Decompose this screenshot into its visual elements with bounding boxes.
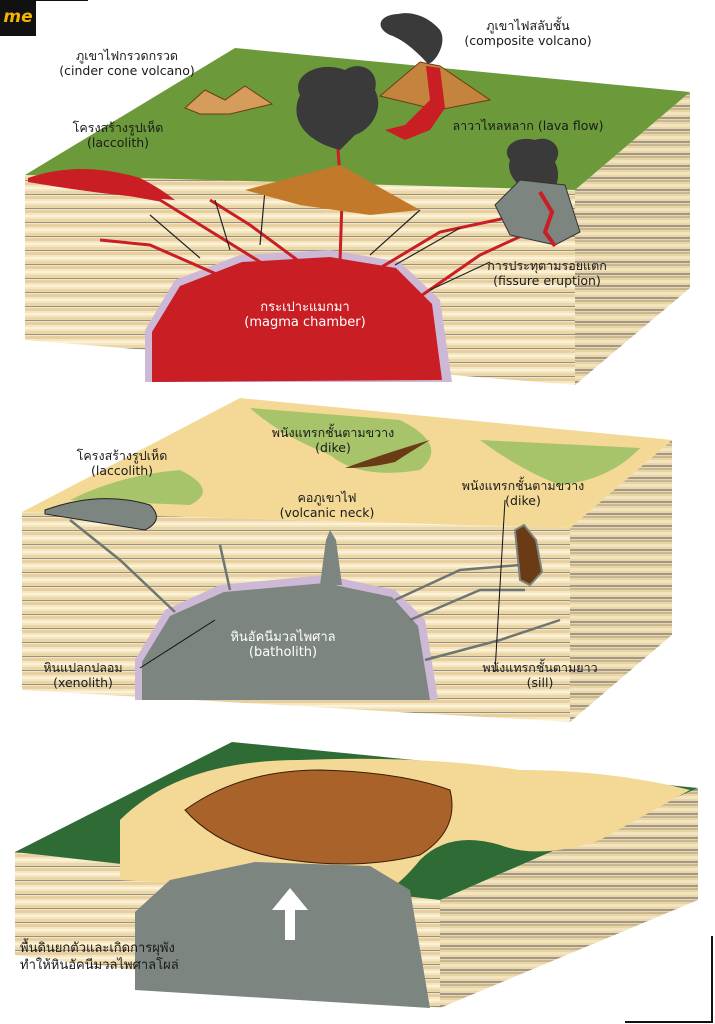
ash-cloud-composite — [380, 13, 443, 64]
label-volcanic-neck-th: คอภูเขาไฟ — [297, 490, 357, 505]
label-composite-volcano-en: (composite volcano) — [464, 33, 592, 48]
corner-mark-bottom-v — [711, 936, 713, 1022]
label-laccolith-1-th: โครงสร้างรูปเห็ด — [72, 120, 164, 135]
label-fissure-en: (fissure eruption) — [493, 273, 601, 288]
label-magma-chamber-en: (magma chamber) — [244, 315, 366, 330]
label-cinder-cone: ภูเขาไฟกรวดกรวด (cinder cone volcano) — [42, 48, 212, 78]
xenolith-pointer — [139, 619, 216, 669]
batholith-panel3 — [135, 862, 430, 1008]
panel2-side-strata — [570, 440, 672, 722]
caption-line-2: ทำให้หินอัคนีมวลไพศาลโผล่ — [20, 958, 179, 973]
label-laccolith-2-en: (laccolith) — [90, 463, 154, 478]
label-composite-volcano-th: ภูเขาไฟสลับชั้น — [486, 18, 570, 33]
label-sill-en: (sill) — [526, 675, 554, 690]
dike-top-shape — [345, 440, 430, 468]
label-composite-volcano: ภูเขาไฟสลับชั้น (composite volcano) — [448, 18, 608, 48]
label-fissure-eruption: การประทุตามรอยแตก (fissure eruption) — [472, 258, 622, 288]
label-batholith-th: หินอัคนีมวลไพศาล — [230, 630, 336, 645]
caption-uplift-erosion: พื้นดินยกตัวและเกิดการผุพัง ทำให้หินอัคน… — [20, 940, 260, 974]
label-sill-th: พนังแทรกชั้นตามยาว — [482, 660, 598, 675]
dike-right-pointer — [494, 499, 506, 673]
panel2-green-patches — [70, 408, 640, 505]
logo: me — [0, 0, 36, 36]
label-laccolith-2-th: โครงสร้างรูปเห็ด — [76, 448, 168, 463]
sill-and-dike-network — [69, 519, 561, 662]
panel3-side-strata — [440, 788, 698, 1008]
dark-fractures — [149, 189, 491, 291]
label-laccolith-2: โครงสร้างรูปเห็ด (laccolith) — [52, 448, 192, 478]
label-fissure-th: การประทุตามรอยแตก — [487, 258, 607, 273]
label-dike-top-en: (dike) — [315, 440, 351, 455]
cone-under-crater — [245, 165, 420, 215]
panel-1-active-volcanism — [25, 13, 690, 385]
panel-2-intrusions — [22, 398, 672, 722]
label-lava-flow: ลาวาไหลหลาก (lava flow) — [438, 118, 618, 133]
laccolith-intrusion — [28, 169, 175, 200]
fissure-block — [494, 179, 581, 246]
logo-text: me — [3, 7, 33, 27]
batholith-body — [142, 583, 430, 700]
cinder-cone-volcano-shape — [184, 85, 274, 115]
label-cinder-cone-th: ภูเขาไฟกรวดกรวด — [75, 48, 179, 63]
caption-line-1: พื้นดินยกตัวและเกิดการผุพัง — [20, 941, 175, 956]
fissure-lava — [538, 190, 557, 248]
label-magma-chamber-th: กระเปาะแมกมา — [260, 300, 350, 315]
label-lava-flow-text: ลาวาไหลหลาก (lava flow) — [452, 118, 604, 133]
label-batholith: หินอัคนีมวลไพศาล (batholith) — [208, 630, 358, 660]
dike-right-shape — [513, 523, 544, 587]
label-dike-right-en: (dike) — [505, 493, 541, 508]
exposed-batholith-mountains — [184, 769, 453, 865]
label-xenolith-en: (xenolith) — [53, 675, 113, 690]
label-batholith-en: (batholith) — [248, 645, 318, 660]
lava-flow-shape — [385, 66, 445, 140]
label-laccolith-1-en: (laccolith) — [86, 135, 150, 150]
label-dike-right-th: พนังแทรกชั้นตามขวาง — [461, 478, 585, 493]
label-dike-top-th: พนังแทรกชั้นตามขวาง — [271, 425, 395, 440]
label-xenolith: หินแปลกปลอม (xenolith) — [28, 660, 138, 690]
label-sill: พนังแทรกชั้นตามยาว (sill) — [455, 660, 625, 690]
label-cinder-cone-en: (cinder cone volcano) — [59, 63, 195, 78]
panel-3-uplift-erosion — [15, 742, 698, 1008]
uplift-arrow — [272, 888, 308, 940]
corner-mark-bottom-h — [625, 1021, 713, 1023]
label-magma-chamber: กระเปาะแมกมา (magma chamber) — [230, 300, 380, 330]
label-volcanic-neck-en: (volcanic neck) — [279, 505, 375, 520]
label-volcanic-neck: คอภูเขาไฟ (volcanic neck) — [262, 490, 392, 520]
label-dike-top: พนังแทรกชั้นตามขวาง (dike) — [248, 425, 418, 455]
magma-chamber — [152, 257, 442, 382]
label-laccolith-1: โครงสร้างรูปเห็ด (laccolith) — [48, 120, 188, 150]
label-xenolith-th: หินแปลกปลอม — [43, 660, 123, 675]
label-dike-right: พนังแทรกชั้นตามขวาง (dike) — [438, 478, 608, 508]
laccolith-panel2-shape — [44, 498, 157, 531]
corner-mark-top — [36, 0, 88, 1]
ash-cloud-center — [296, 66, 379, 150]
volcanic-neck-shape — [320, 530, 342, 585]
panel1-side-strata — [575, 92, 690, 385]
